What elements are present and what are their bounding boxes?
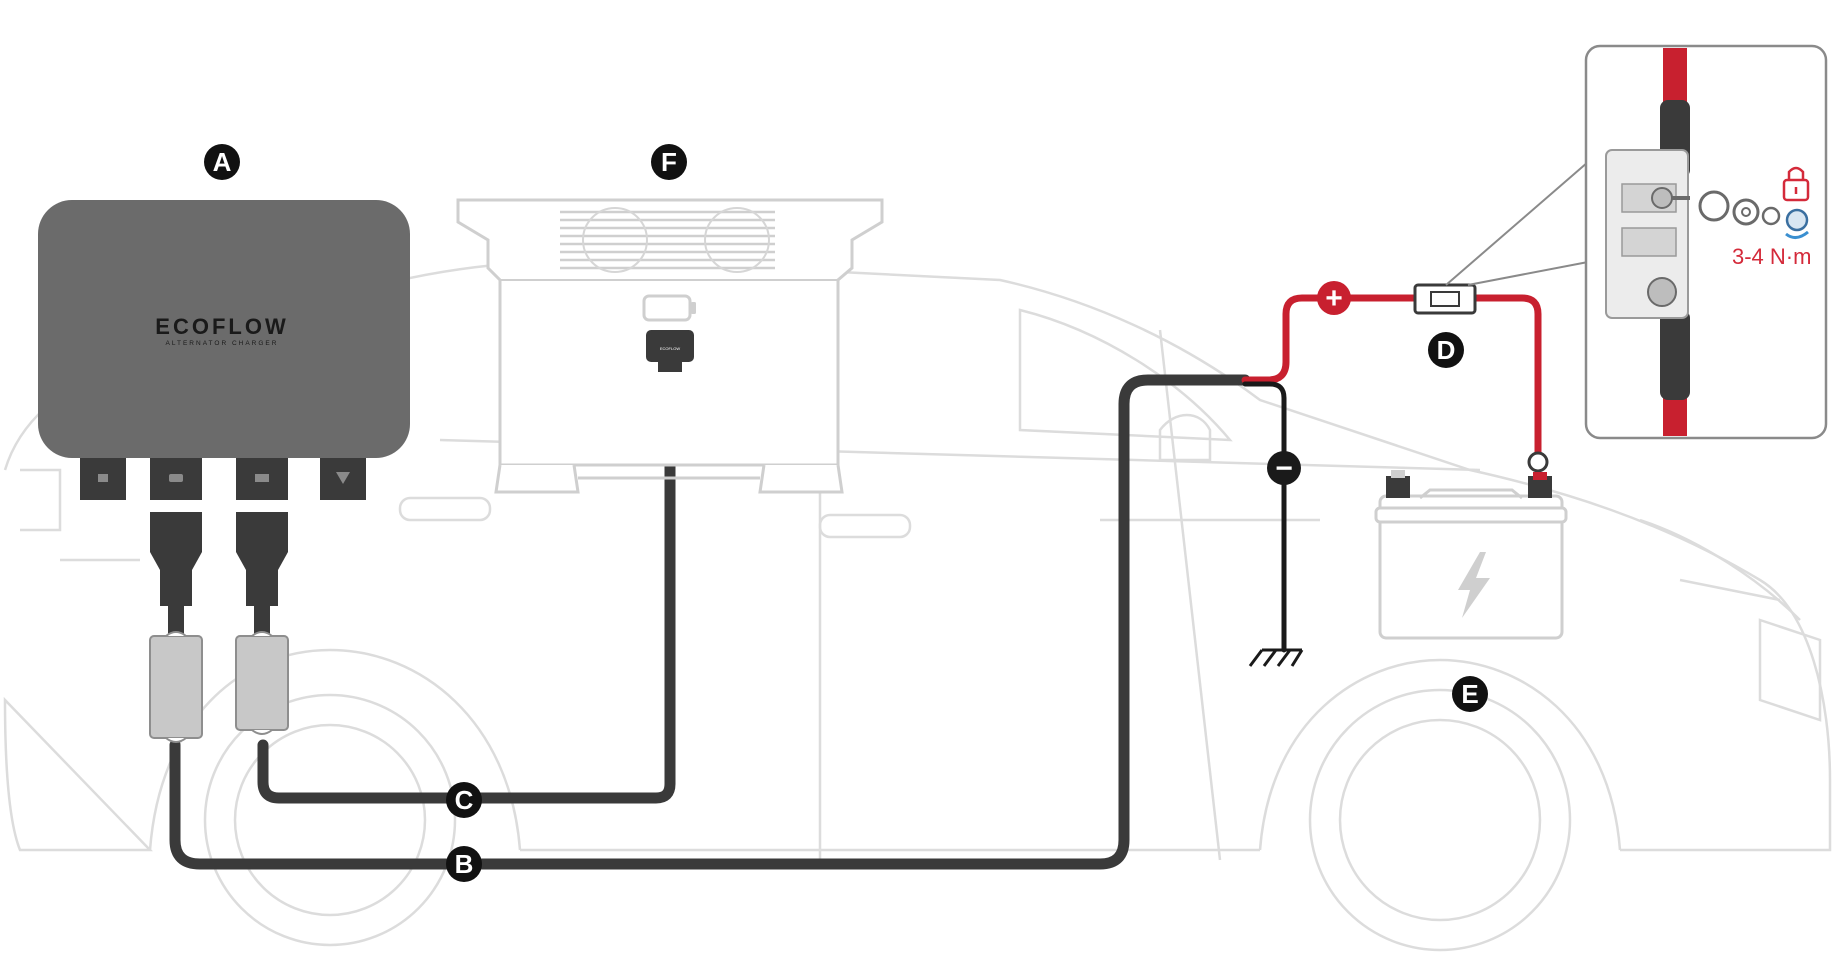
power-station-plug: ECOFLOW xyxy=(646,330,694,372)
svg-text:F: F xyxy=(661,147,677,177)
car-battery xyxy=(1374,470,1568,640)
positive-terminal xyxy=(1528,476,1552,498)
negative-terminal xyxy=(1386,476,1410,498)
cable-b xyxy=(169,374,1251,870)
car-outline xyxy=(3,259,1832,952)
positive-wire xyxy=(1241,294,1542,464)
svg-text:ALTERNATOR CHARGER: ALTERNATOR CHARGER xyxy=(166,340,279,347)
negative-marker: − xyxy=(1267,451,1301,485)
antenna-port-icon xyxy=(98,474,108,482)
fan-right xyxy=(704,207,770,273)
inset-pointer-lower xyxy=(1467,261,1589,286)
inset-pointer-upper xyxy=(1445,161,1589,286)
ground-wire xyxy=(1242,381,1287,653)
badge-e: E xyxy=(1452,676,1488,712)
badge-c: C xyxy=(446,782,482,818)
badge-f: F xyxy=(651,144,687,180)
svg-text:C: C xyxy=(455,785,474,815)
connector-plug-alt xyxy=(149,512,203,743)
lock-icon xyxy=(1782,166,1810,202)
vent-grille xyxy=(560,210,775,270)
svg-text:E: E xyxy=(1461,679,1478,709)
alternator-charger: ECOFLOW ALTERNATOR CHARGER xyxy=(38,200,410,500)
fuse xyxy=(1413,283,1477,315)
ground-symbol xyxy=(1248,648,1304,667)
svg-text:B: B xyxy=(455,849,474,879)
charger-ports xyxy=(80,458,366,500)
svg-text:D: D xyxy=(1437,335,1456,365)
svg-text:−: − xyxy=(1275,452,1293,485)
inline-fuse-holder-c xyxy=(235,635,289,731)
badge-a: A xyxy=(204,144,240,180)
ground-port-icon xyxy=(336,472,350,484)
svg-text:ECOFLOW: ECOFLOW xyxy=(155,314,288,339)
inset-spring-washer xyxy=(1761,206,1781,226)
torque-label: 3-4 N·m xyxy=(1732,244,1811,269)
rotation-arrow-icon xyxy=(1785,230,1809,239)
connector-plug-battery xyxy=(235,512,289,735)
battery-port-icon xyxy=(255,474,269,482)
battery-icon xyxy=(642,294,696,322)
lightning-icon xyxy=(1458,552,1490,618)
fan-left xyxy=(582,207,648,273)
badge-d: D xyxy=(1428,332,1464,368)
ring-terminal xyxy=(1527,451,1549,473)
positive-marker: + xyxy=(1317,281,1351,315)
svg-text:+: + xyxy=(1325,282,1343,315)
svg-text:A: A xyxy=(213,147,232,177)
car-port-icon xyxy=(169,474,183,482)
badge-b: B xyxy=(446,846,482,882)
svg-text:ECOFLOW: ECOFLOW xyxy=(660,346,680,351)
inline-fuse-holder-b xyxy=(149,635,203,739)
inset-nut xyxy=(1785,208,1809,232)
inset-ring-lug xyxy=(1698,190,1730,222)
inset-detail: 3-4 N·m xyxy=(1584,44,1828,440)
